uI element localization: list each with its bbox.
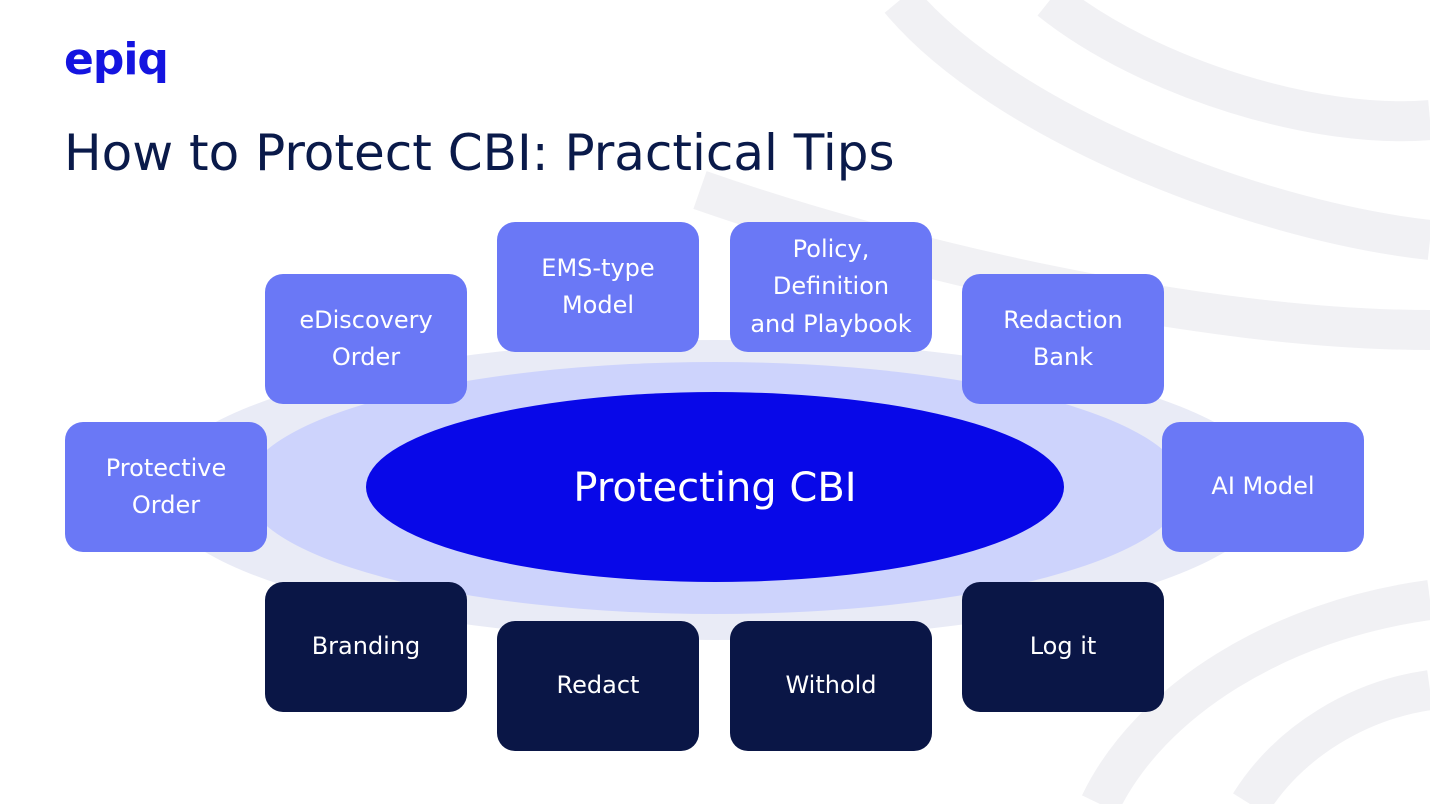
tip-label: Withold (785, 671, 877, 700)
page-title: How to Protect CBI: Practical Tips (64, 124, 895, 182)
tip-label: Branding (311, 632, 421, 661)
tip-label: Redact (556, 671, 640, 700)
tip-box-redaction-bank: Redaction Bank (962, 274, 1164, 404)
epiq-logo: epiq (64, 34, 169, 85)
tip-box-branding: Branding (265, 582, 467, 712)
tip-box-protective-order: Protective Order (65, 422, 267, 552)
tip-box-ems-type-model: EMS-type Model (497, 222, 699, 352)
tip-label: EMS-type Model (541, 253, 655, 319)
center-label: Protecting CBI (573, 465, 857, 511)
tip-box-log-it: Log it (962, 582, 1164, 712)
tip-box-ai-model: AI Model (1162, 422, 1364, 552)
tip-box-redact: Redact (497, 621, 699, 751)
tip-label: Protective Order (105, 453, 227, 519)
tip-box-policy-definition-playbook: Policy, Definition and Playbook (730, 222, 932, 352)
tip-label: Log it (1029, 632, 1097, 661)
tip-label: Policy, Definition and Playbook (750, 235, 912, 338)
tip-label: AI Model (1211, 472, 1315, 501)
center-ellipse (366, 392, 1064, 582)
tip-label: Redaction Bank (1003, 305, 1123, 371)
tip-box-withold: Withold (730, 621, 932, 751)
tip-box-ediscovery-order: eDiscovery Order (265, 274, 467, 404)
tip-label: eDiscovery Order (299, 305, 433, 371)
